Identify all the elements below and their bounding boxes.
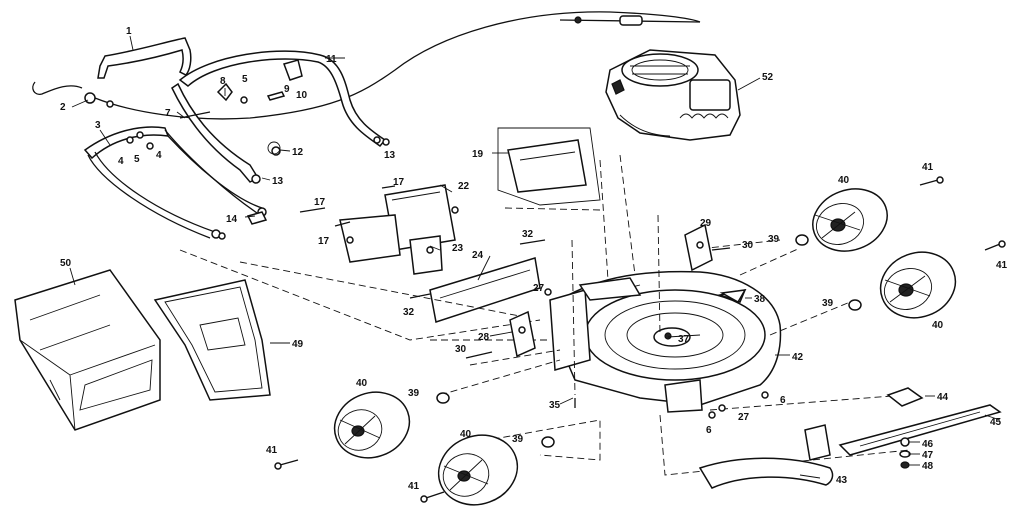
label-part-45: 45: [990, 417, 1002, 428]
label-part-50: 50: [60, 258, 72, 269]
label-part-47: 47: [922, 450, 934, 461]
label-part-17a: 17: [393, 177, 405, 188]
label-part-4a: 4: [118, 156, 124, 167]
label-part-1: 1: [126, 26, 132, 37]
part-labels: 1 2 3 4 4 5 5 6 6 7 8 9 10 11 12 13 13 1…: [60, 26, 1008, 492]
alignment-lines: [179, 154, 911, 476]
wheel-rear-right: [812, 188, 888, 252]
label-part-7: 7: [165, 108, 171, 119]
label-part-6b: 6: [706, 425, 712, 436]
label-part-22: 22: [458, 181, 470, 192]
wheel-hardware: [274, 176, 1006, 503]
label-part-24: 24: [472, 250, 484, 261]
label-part-9: 9: [284, 84, 290, 95]
label-part-27a: 27: [533, 283, 545, 294]
lower-handle: [83, 126, 267, 239]
engine: [605, 49, 741, 141]
label-part-43: 43: [836, 475, 848, 486]
label-part-28: 28: [478, 332, 490, 343]
blade-assembly: [838, 387, 1002, 469]
label-part-44: 44: [937, 392, 949, 403]
label-part-40d: 40: [460, 429, 472, 440]
label-part-30a: 30: [742, 240, 754, 251]
label-part-41d: 41: [408, 481, 420, 492]
label-part-38: 38: [754, 294, 766, 305]
label-part-46: 46: [922, 439, 934, 450]
label-part-40a: 40: [838, 175, 850, 186]
label-part-13b: 13: [272, 176, 284, 187]
label-part-13a: 13: [384, 150, 396, 161]
label-part-41b: 41: [996, 260, 1008, 271]
mower-deck: [549, 270, 782, 413]
label-part-5b: 5: [134, 154, 140, 165]
label-part-40b: 40: [932, 320, 944, 331]
label-part-42: 42: [792, 352, 804, 363]
label-part-48: 48: [922, 461, 934, 472]
wheel-rear-left: [333, 391, 411, 459]
label-part-37: 37: [678, 334, 690, 345]
wheel-front-left: [437, 434, 519, 506]
label-part-39d: 39: [512, 434, 524, 445]
label-part-39b: 39: [822, 298, 834, 309]
label-part-6a: 6: [780, 395, 786, 406]
rear-skirt: [698, 424, 834, 489]
front-wheel-bracket: [465, 310, 536, 359]
deck-hardware: [544, 288, 769, 419]
label-part-11: 11: [326, 54, 337, 65]
label-part-2: 2: [60, 102, 66, 113]
label-part-27b: 27: [738, 412, 750, 423]
label-part-17b: 17: [314, 197, 326, 208]
label-part-32b: 32: [403, 307, 415, 318]
rear-wheel-bracket: [684, 223, 731, 272]
leader-lines: [69, 35, 1001, 479]
grass-bag: [14, 269, 161, 431]
label-part-30b: 30: [455, 344, 467, 355]
label-part-32a: 32: [522, 229, 534, 240]
label-part-12: 12: [292, 147, 304, 158]
label-part-10: 10: [296, 90, 308, 101]
label-part-40c: 40: [356, 378, 368, 389]
label-part-17c: 17: [318, 236, 330, 247]
label-part-8: 8: [220, 76, 226, 87]
discharge-chute: [497, 127, 601, 206]
rear-baffle: [409, 239, 546, 323]
label-part-35: 35: [549, 400, 561, 411]
handle-brackets: [299, 184, 459, 275]
label-part-5a: 5: [242, 74, 248, 85]
label-part-41a: 41: [922, 162, 934, 173]
label-part-23: 23: [452, 243, 464, 254]
label-part-49: 49: [292, 339, 304, 350]
label-part-19: 19: [472, 149, 484, 160]
label-part-14: 14: [226, 214, 238, 225]
label-part-52: 52: [762, 72, 774, 83]
label-part-29: 29: [700, 218, 712, 229]
label-part-39a: 39: [768, 234, 780, 245]
label-part-41c: 41: [266, 445, 278, 456]
operator-bail: [97, 37, 192, 79]
label-part-39c: 39: [408, 388, 420, 399]
grass-bag-frame: [153, 279, 271, 401]
label-part-3: 3: [95, 120, 101, 131]
wheel-front-right: [879, 251, 957, 319]
upper-handle: [171, 50, 387, 184]
label-part-4b: 4: [156, 150, 162, 161]
